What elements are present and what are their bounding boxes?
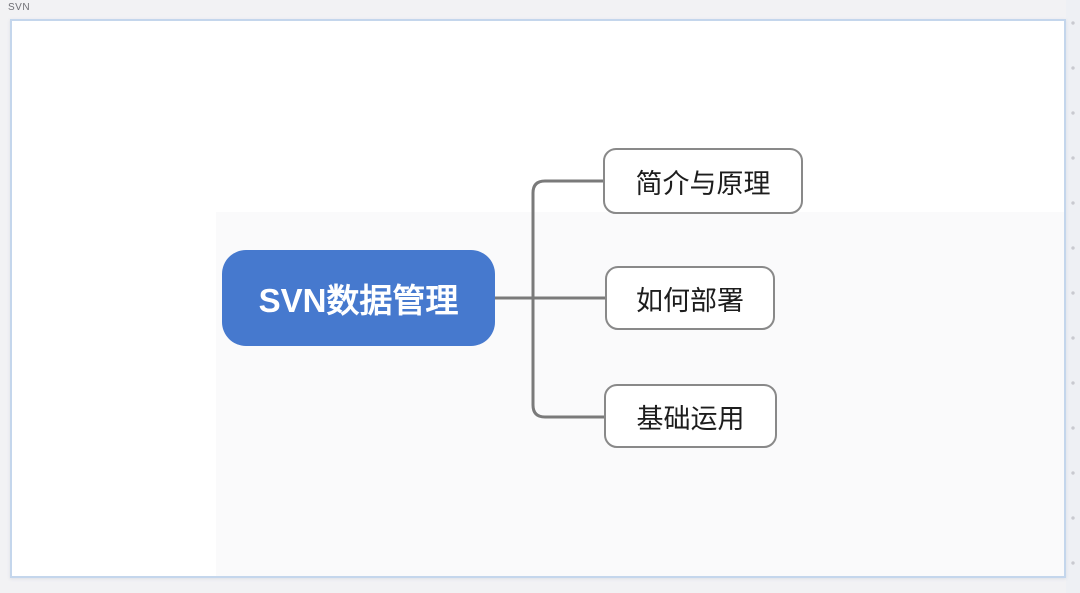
window-title: SVN: [8, 2, 31, 13]
dot-grid-strip: [1066, 0, 1080, 593]
mindmap-canvas[interactable]: SVN数据管理 简介与原理 如何部署 基础运用: [10, 19, 1066, 578]
child-node-1-label: 简介与原理: [635, 168, 771, 199]
connector-root-to-child-3: [495, 296, 604, 419]
mindmap-child-node-2[interactable]: 如何部署: [605, 266, 775, 330]
child-node-3-label: 基础运用: [636, 403, 745, 434]
mindmap-child-node-3[interactable]: 基础运用: [604, 384, 777, 448]
mindmap-child-node-1[interactable]: 简介与原理: [603, 148, 803, 214]
connector-lines: [495, 179, 605, 419]
mindmap-root-node[interactable]: SVN数据管理: [222, 250, 495, 346]
connector-root-to-child-1: [495, 179, 603, 300]
child-node-2-label: 如何部署: [636, 285, 744, 316]
root-node-label: SVN数据管理: [258, 282, 459, 319]
